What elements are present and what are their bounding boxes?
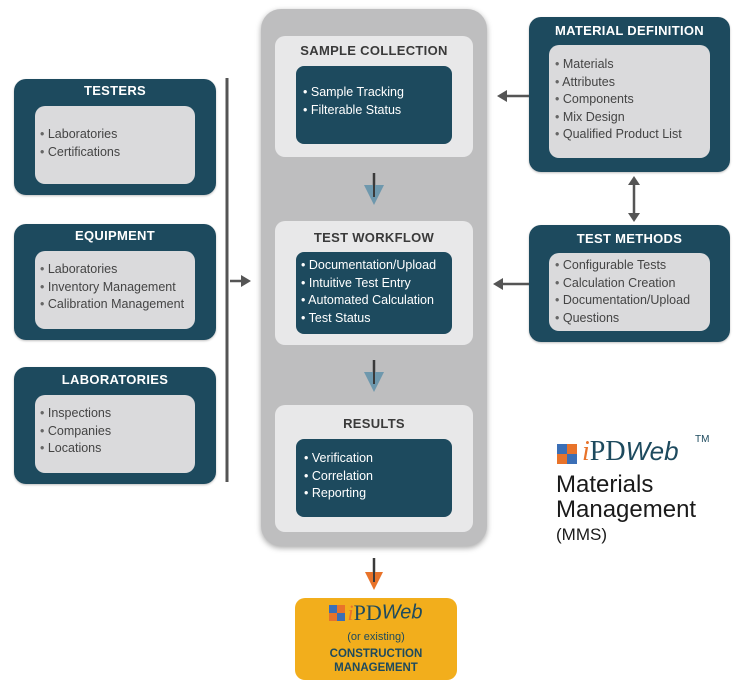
list-item: Filterable Status (303, 102, 404, 120)
list-item: Automated Calculation (301, 292, 436, 310)
test-workflow-stage: TEST WORKFLOW Documentation/Upload Intui… (275, 221, 473, 345)
material-definition-title: MATERIAL DEFINITION (555, 23, 704, 38)
list-item: Companies (40, 423, 111, 441)
test-workflow-title: TEST WORKFLOW (313, 230, 435, 245)
laboratories-list: Inspections Companies Locations (40, 405, 111, 458)
down-arrow-orange-icon (365, 558, 383, 590)
list-item: Calculation Creation (555, 275, 690, 293)
construction-line-2: MANAGEMENT (334, 662, 418, 674)
results-stage: RESULTS Verification Correlation Reporti… (275, 405, 473, 532)
test-workflow-box: Documentation/Upload Intuitive Test Entr… (296, 252, 452, 334)
list-item: Inventory Management (40, 279, 184, 297)
sample-collection-stage: SAMPLE COLLECTION Sample Tracking Filter… (275, 36, 473, 157)
laboratories-card: LABORATORIES Inspections Companies Locat… (14, 367, 216, 484)
material-definition-list-panel: Materials Attributes Components Mix Desi… (549, 45, 710, 158)
test-workflow-list: Documentation/Upload Intuitive Test Entr… (301, 257, 436, 327)
list-item: Verification (304, 450, 373, 468)
laboratories-list-panel: Inspections Companies Locations (35, 395, 195, 473)
list-item: Sample Tracking (303, 84, 404, 102)
list-item: Inspections (40, 405, 111, 423)
list-item: Configurable Tests (555, 257, 690, 275)
list-item: Attributes (555, 74, 682, 92)
list-item: Test Status (301, 310, 436, 328)
testers-title: TESTERS (83, 83, 147, 98)
list-item: Calibration Management (40, 296, 184, 314)
list-item: Documentation/Upload (301, 257, 436, 275)
laboratories-title: LABORATORIES (61, 372, 169, 387)
test-methods-list-panel: Configurable Tests Calculation Creation … (549, 253, 710, 331)
equipment-list: Laboratories Inventory Management Calibr… (40, 261, 184, 314)
list-item: Reporting (304, 485, 373, 503)
list-item: Locations (40, 440, 111, 458)
construction-logo-pd: PD (353, 600, 382, 625)
equipment-list-panel: Laboratories Inventory Management Calibr… (35, 251, 195, 329)
inputs-connector (225, 78, 251, 482)
material-definition-card: MATERIAL DEFINITION Materials Attributes… (529, 17, 730, 172)
list-item: Materials (555, 56, 682, 74)
list-item: Laboratories (40, 261, 184, 279)
equipment-card: EQUIPMENT Laboratories Inventory Managem… (14, 224, 216, 340)
puzzle-logo-icon (329, 605, 346, 621)
list-item: Intuitive Test Entry (301, 275, 436, 293)
sample-collection-box: Sample Tracking Filterable Status (296, 66, 452, 144)
construction-management-box: iPDWeb (or existing) CONSTRUCTION MANAGE… (295, 598, 457, 680)
list-item: Documentation/Upload (555, 292, 690, 310)
testers-list-panel: Laboratories Certifications (35, 106, 195, 184)
test-methods-list: Configurable Tests Calculation Creation … (555, 257, 690, 327)
construction-logo-row: iPDWeb (295, 600, 457, 626)
results-list: Verification Correlation Reporting (304, 450, 373, 503)
results-title: RESULTS (343, 416, 405, 431)
list-item: Mix Design (555, 109, 682, 127)
construction-logo-i: i (347, 600, 354, 625)
down-arrow-icon (364, 173, 384, 205)
list-item: Laboratories (40, 126, 120, 144)
equipment-title: EQUIPMENT (75, 228, 155, 243)
material-definition-list: Materials Attributes Components Mix Desi… (555, 56, 682, 144)
list-item: Questions (555, 310, 690, 328)
list-item: Qualified Product List (555, 126, 682, 144)
construction-logo-web: Web (381, 601, 423, 624)
brand-logo-web: Web (625, 436, 679, 466)
list-item: Components (555, 91, 682, 109)
brand-block: iPDWeb TM Materials Management (MMS) (556, 434, 734, 554)
testers-list: Laboratories Certifications (40, 126, 120, 161)
test-methods-card: TEST METHODS Configurable Tests Calculat… (529, 225, 730, 342)
brand-logo-pd: PD (589, 436, 626, 467)
construction-subtitle: (or existing) (347, 631, 405, 643)
list-item: Correlation (304, 468, 373, 486)
list-item: Certifications (40, 144, 120, 162)
results-box: Verification Correlation Reporting (296, 439, 452, 517)
trademark: TM (695, 434, 710, 445)
puzzle-logo-icon (557, 444, 577, 464)
brand-line-1: Materials (556, 471, 654, 498)
left-arrow-icon (493, 278, 529, 290)
test-methods-title: TEST METHODS (576, 231, 683, 246)
connector-arrow-head (241, 275, 251, 287)
sample-collection-list: Sample Tracking Filterable Status (303, 84, 404, 119)
double-arrow-icon (628, 176, 640, 222)
down-arrow-icon (364, 360, 384, 392)
sample-collection-title: SAMPLE COLLECTION (300, 43, 448, 58)
brand-logo: iPDWeb (582, 436, 679, 471)
brand-line-3: (MMS) (556, 525, 607, 544)
construction-line-1: CONSTRUCTION (329, 648, 423, 660)
brand-line-2: Management (556, 496, 697, 523)
left-arrow-icon (497, 90, 529, 102)
testers-card: TESTERS Laboratories Certifications (14, 79, 216, 195)
brand-logo-i: i (582, 436, 590, 467)
